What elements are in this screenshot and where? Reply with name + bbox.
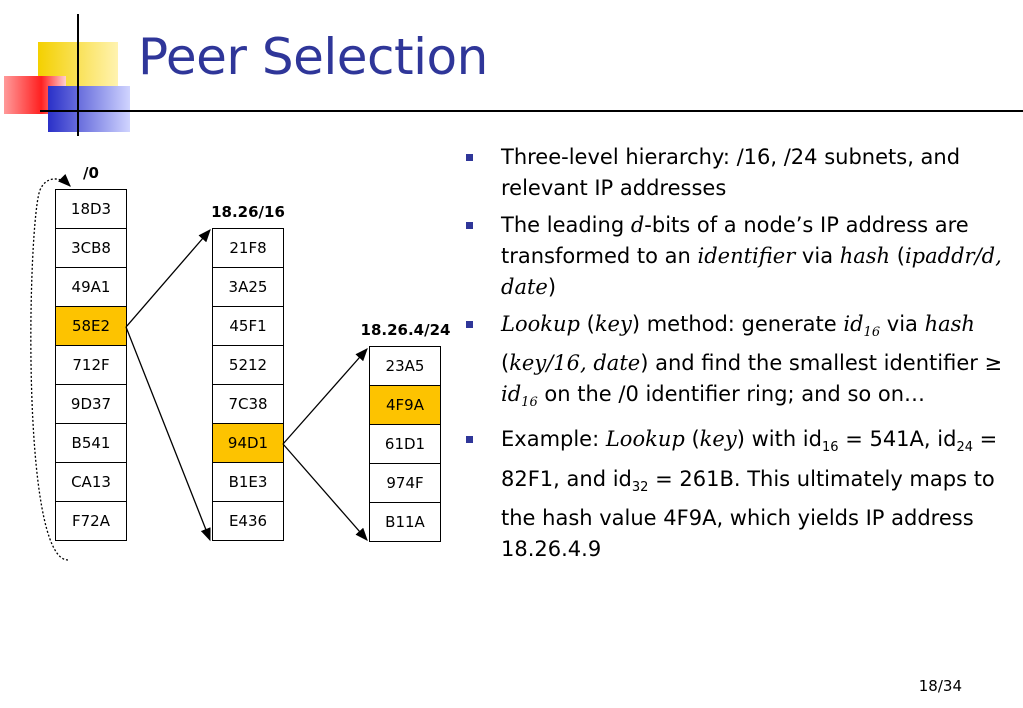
- ring-cell: 3CB8: [56, 229, 126, 268]
- slide-logo: [4, 14, 130, 136]
- ring-cell: 21F8: [213, 229, 283, 268]
- page-number: 18/34: [918, 677, 962, 695]
- bullet-item: Lookup (key) method: generate id16 via h…: [466, 309, 1006, 418]
- column-label-24: 18.26.4/24: [360, 321, 451, 339]
- ring-16: 21F8 3A25 45F1 5212 7C38 94D1 B1E3 E436: [212, 228, 284, 541]
- ring-cell: 49A1: [56, 268, 126, 307]
- ring-cell: B541: [56, 424, 126, 463]
- ring-cell: B11A: [370, 503, 440, 542]
- ring-cell: F72A: [56, 502, 126, 541]
- ring-cell: B1E3: [213, 463, 283, 502]
- ring-cell-highlighted: 94D1: [213, 424, 283, 463]
- bullet-square-icon: [466, 154, 473, 161]
- bullet-item: Three-level hierarchy: /16, /24 subnets,…: [466, 142, 1006, 204]
- arrow-to-16-bottom: [125, 326, 211, 542]
- ring-cell: 45F1: [213, 307, 283, 346]
- ring-cell: CA13: [56, 463, 126, 502]
- ring-cell: 5212: [213, 346, 283, 385]
- arrow-to-24-bottom: [282, 443, 368, 541]
- ring-cell: 3A25: [213, 268, 283, 307]
- ring-cell-highlighted: 4F9A: [370, 386, 440, 425]
- ring-cell: 7C38: [213, 385, 283, 424]
- ring-cell-highlighted: 58E2: [56, 307, 126, 346]
- ring-cell: 23A5: [370, 347, 440, 386]
- bullet-list: Three-level hierarchy: /16, /24 subnets,…: [466, 142, 1006, 571]
- column-label-16: 18.26/16: [211, 203, 285, 221]
- title-divider: [40, 110, 1023, 112]
- bullet-square-icon: [466, 321, 473, 328]
- ring-root: 18D3 3CB8 49A1 58E2 712F 9D37 B541 CA13 …: [55, 189, 127, 541]
- arrow-to-24-top: [282, 348, 368, 445]
- ring-cell: 18D3: [56, 190, 126, 229]
- bullet-item: The leading d-bits of a node’s IP addres…: [466, 210, 1006, 303]
- slide-title: Peer Selection: [138, 28, 488, 86]
- ring-24: 23A5 4F9A 61D1 974F B11A: [369, 346, 441, 542]
- ring-cell: 712F: [56, 346, 126, 385]
- ring-cell: 61D1: [370, 425, 440, 464]
- arrow-to-16-top: [125, 229, 211, 328]
- bullet-item: Example: Lookup (key) with id16 = 541A, …: [466, 424, 1006, 564]
- ring-cell: E436: [213, 502, 283, 541]
- ring-cell: 9D37: [56, 385, 126, 424]
- bullet-square-icon: [466, 436, 473, 444]
- bullet-square-icon: [466, 222, 473, 229]
- column-label-root: /0: [83, 164, 99, 182]
- ring-cell: 974F: [370, 464, 440, 503]
